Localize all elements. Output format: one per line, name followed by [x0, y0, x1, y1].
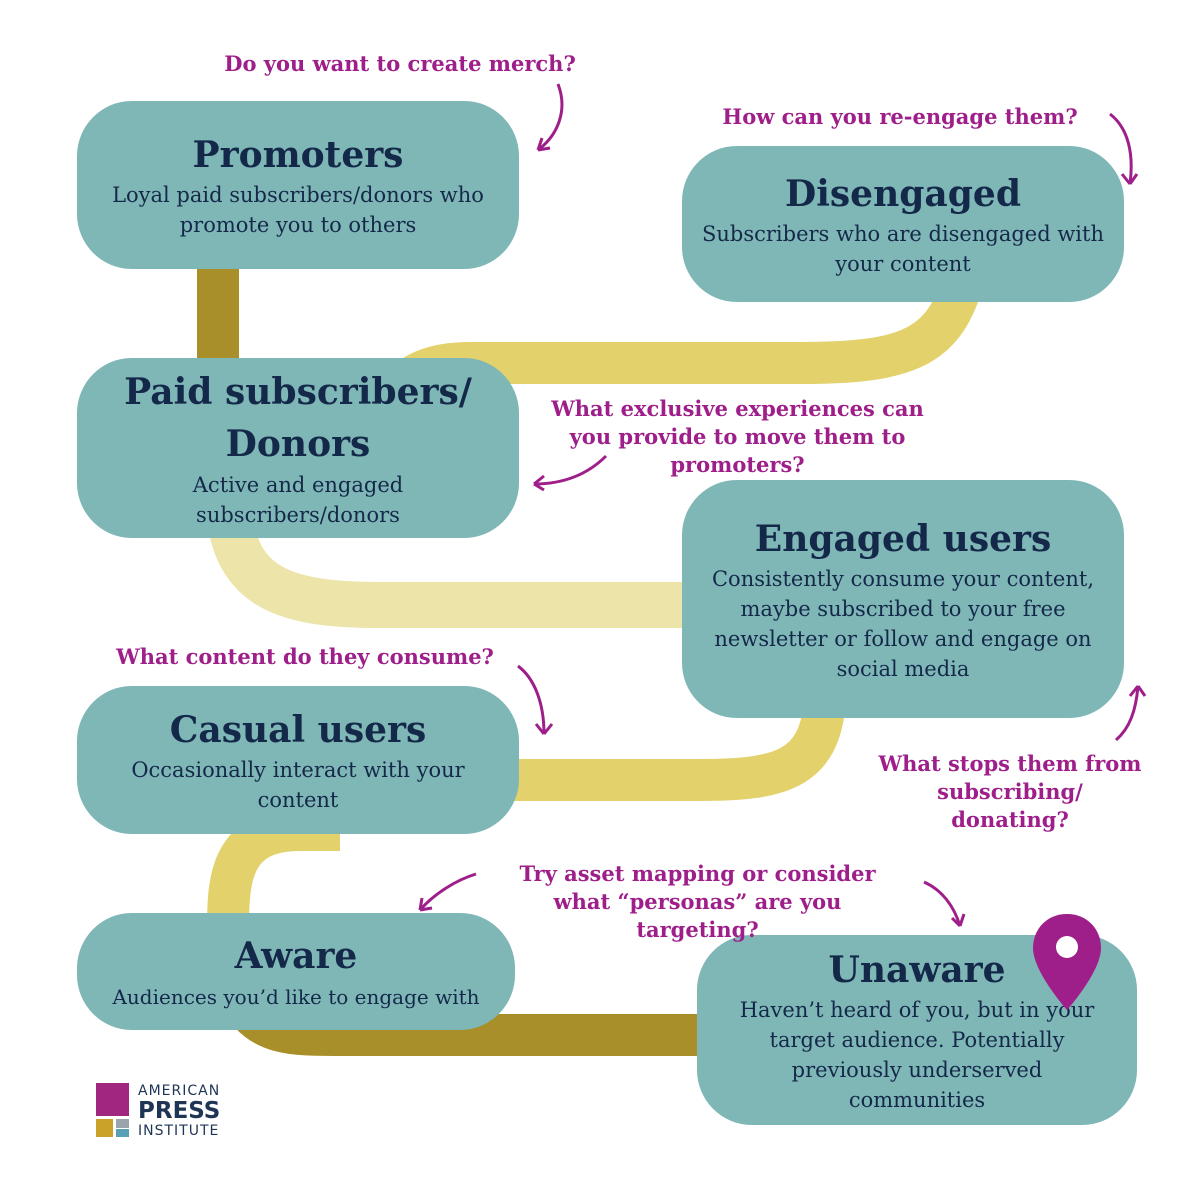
arrow-reengage [1109, 112, 1139, 185]
question-asset-mapping: Try asset mapping or consider what “pers… [519, 861, 876, 942]
stage-engaged-users: Engaged users Consistently consume your … [682, 480, 1124, 718]
stage-title: Unaware [828, 948, 1006, 991]
question-content: What content do they consume? [116, 644, 494, 669]
stage-description: Subscribers who are disengaged with your… [702, 222, 1104, 277]
logo-line-press: PRESS [138, 1098, 221, 1124]
logo-wordmark: AMERICAN PRESS INSTITUTE [138, 1083, 220, 1138]
arrow-exclusive [533, 454, 608, 492]
question-stops: What stops them from subscribing/ donati… [878, 751, 1142, 832]
stage-casual-users: Casual users Occasionally interact with … [77, 686, 519, 834]
stage-aware: Aware Audiences you’d like to engage wit… [77, 913, 515, 1030]
path-engaged-casual [480, 697, 846, 801]
arrow-merch [536, 83, 564, 152]
stage-unaware: Unaware Haven’t heard of you, but in you… [697, 935, 1137, 1125]
logo-square-magenta [96, 1083, 129, 1116]
stage-paid-subscribers: Paid subscribers/ Donors Active and enga… [77, 358, 519, 538]
stage-description: Consistently consume your content, maybe… [711, 567, 1095, 682]
path-paid-engaged [207, 515, 700, 628]
arrow-asset-right [923, 880, 966, 928]
stage-title: Paid subscribers/ Donors [124, 370, 472, 465]
logo-square-gold [96, 1119, 113, 1137]
stage-description: Loyal paid subscribers/donors who promot… [112, 183, 484, 238]
stage-disengaged: Disengaged Subscribers who are disengage… [682, 146, 1124, 302]
arrow-asset-left [418, 872, 477, 912]
logo-line-american: AMERICAN [138, 1083, 221, 1099]
stage-description: Active and engaged subscribers/donors [192, 473, 404, 528]
stage-title: Promoters [192, 133, 404, 176]
stage-title: Aware [234, 935, 358, 978]
stage-description: Audiences you’d like to engage with [112, 984, 480, 1009]
american-press-institute-logo: AMERICAN PRESS INSTITUTE [96, 1083, 246, 1143]
stage-title: Engaged users [754, 517, 1052, 560]
logo-square-teal [116, 1129, 129, 1137]
stage-description: Haven’t heard of you, but in your target… [739, 998, 1095, 1113]
stage-title: Disengaged [785, 172, 1021, 215]
stage-description: Occasionally interact with your content [131, 758, 465, 813]
stage-title: Casual users [169, 708, 427, 751]
arrow-content [517, 664, 554, 735]
question-merch: Do you want to create merch? [224, 51, 576, 76]
logo-line-institute: INSTITUTE [138, 1123, 220, 1139]
location-pin-icon [1033, 914, 1101, 1010]
arrow-stops [1114, 685, 1147, 742]
question-exclusive: What exclusive experiences can you provi… [551, 396, 924, 477]
logo-square-gray [116, 1119, 129, 1128]
stage-promoters: Promoters Loyal paid subscribers/donors … [77, 101, 519, 269]
question-reengage: How can you re-engage them? [722, 104, 1078, 129]
